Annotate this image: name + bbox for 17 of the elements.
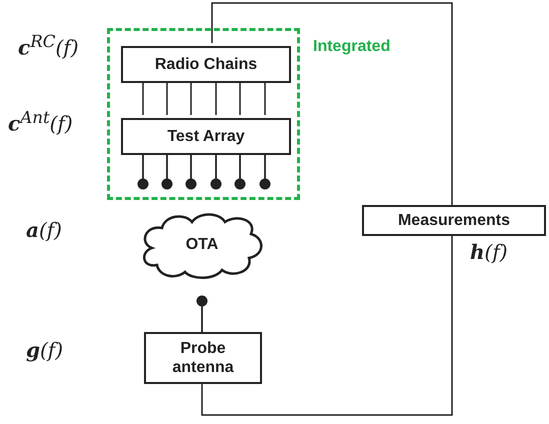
process-box — [121, 46, 291, 83]
box-label: Probe antenna — [171, 338, 235, 378]
box-label: Test Array — [167, 126, 245, 146]
box-label: Measurements — [398, 210, 510, 230]
math-label: a(f) — [26, 218, 62, 242]
connector-line — [211, 2, 453, 205]
process-box — [362, 205, 546, 236]
box-label: Radio Chains — [154, 54, 258, 74]
process-box — [121, 118, 291, 155]
cloud-label: OTA — [186, 236, 218, 254]
math-label: g(f) — [26, 338, 63, 362]
group-label: Integrated — [313, 38, 390, 56]
math-label: c$^{Ant}$(f) — [8, 108, 73, 136]
connector-line — [201, 236, 453, 416]
process-box — [144, 332, 262, 384]
math-label: c$^{RC}$(f) — [18, 32, 78, 60]
math-label: h(f) — [470, 240, 508, 264]
